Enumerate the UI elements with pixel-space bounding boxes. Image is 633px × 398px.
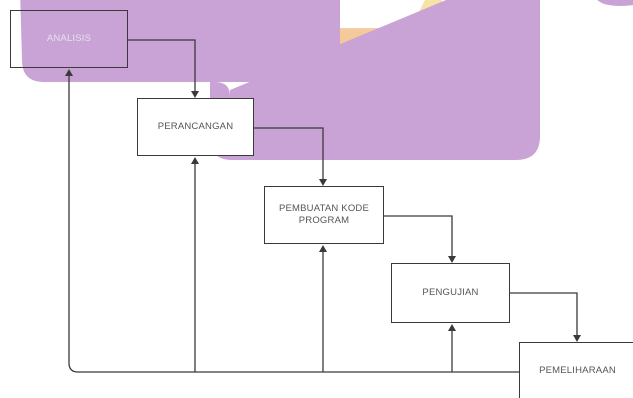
perancangan-label: PERANCANGAN — [157, 121, 234, 133]
feedback-connectors — [68, 76, 519, 373]
feedback-baseline — [68, 76, 519, 373]
pembuatan-kode-program-box: PEMBUATAN KODE PROGRAM — [264, 186, 384, 244]
purple-band-lower — [210, 0, 540, 160]
forward-connectors — [128, 39, 578, 336]
arrowhead-to-pengujian — [448, 256, 456, 263]
arrowhead-back-analisis — [65, 69, 73, 76]
pengujian-box: PENGUJIAN — [391, 263, 510, 323]
analisis-label: ANALISIS — [46, 33, 92, 45]
purple-band-upper — [20, 0, 340, 82]
perancangan-box: PERANCANGAN — [137, 98, 254, 156]
arrowhead-to-perancangan — [191, 91, 199, 98]
feedback-arrowheads — [65, 69, 456, 331]
arrowhead-back-pembuatan — [319, 245, 327, 252]
arrowhead-back-perancangan — [191, 157, 199, 164]
arrowhead-to-pembuatan — [319, 179, 327, 186]
forward-arrowheads — [191, 91, 581, 342]
purple-corner-shape — [597, 0, 633, 6]
arrowhead-to-pemeliharaan — [573, 335, 581, 342]
arrowhead-back-pengujian — [448, 324, 456, 331]
connector-perancangan-pembuatan — [254, 127, 324, 180]
connector-pembuatan-pengujian — [384, 215, 453, 257]
connector-analisis-perancangan — [128, 39, 196, 92]
pengujian-label: PENGUJIAN — [422, 287, 479, 299]
analisis-box: ANALISIS — [10, 10, 128, 68]
pemeliharaan-box: PEMELIHARAAN — [519, 342, 633, 398]
connector-pengujian-pemeliharaan — [510, 292, 578, 336]
pemeliharaan-label: PEMELIHARAAN — [539, 365, 616, 377]
pembuatan-kode-program-label: PEMBUATAN KODE PROGRAM — [278, 203, 370, 226]
